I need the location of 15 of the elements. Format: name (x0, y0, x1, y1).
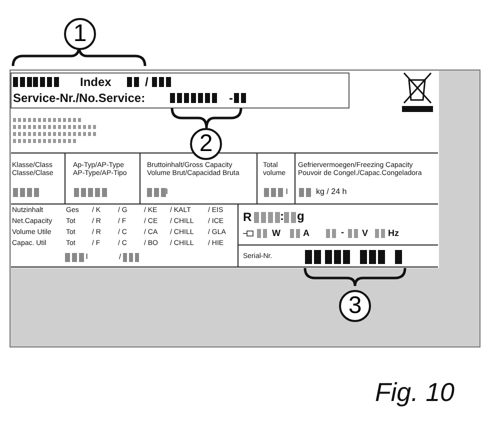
plate-text: g (297, 210, 304, 224)
unit-label: V (362, 228, 368, 238)
unit-label: kg / 24 h (316, 187, 347, 196)
plate-text: Index (80, 76, 112, 90)
unit-label: A (303, 228, 310, 238)
plate-text: - (229, 92, 233, 106)
plate-text: / (145, 76, 148, 90)
unit-label: W (272, 228, 280, 238)
unit-label: Hz (388, 228, 399, 238)
plate-text: R (243, 211, 252, 225)
plate-text: - (341, 227, 344, 238)
figure-caption: Fig. 10 (375, 378, 454, 408)
plate-text: Service-Nr./No.Service: (13, 92, 146, 106)
callout-number: 1 (64, 18, 96, 50)
plate-text: : (280, 210, 284, 224)
